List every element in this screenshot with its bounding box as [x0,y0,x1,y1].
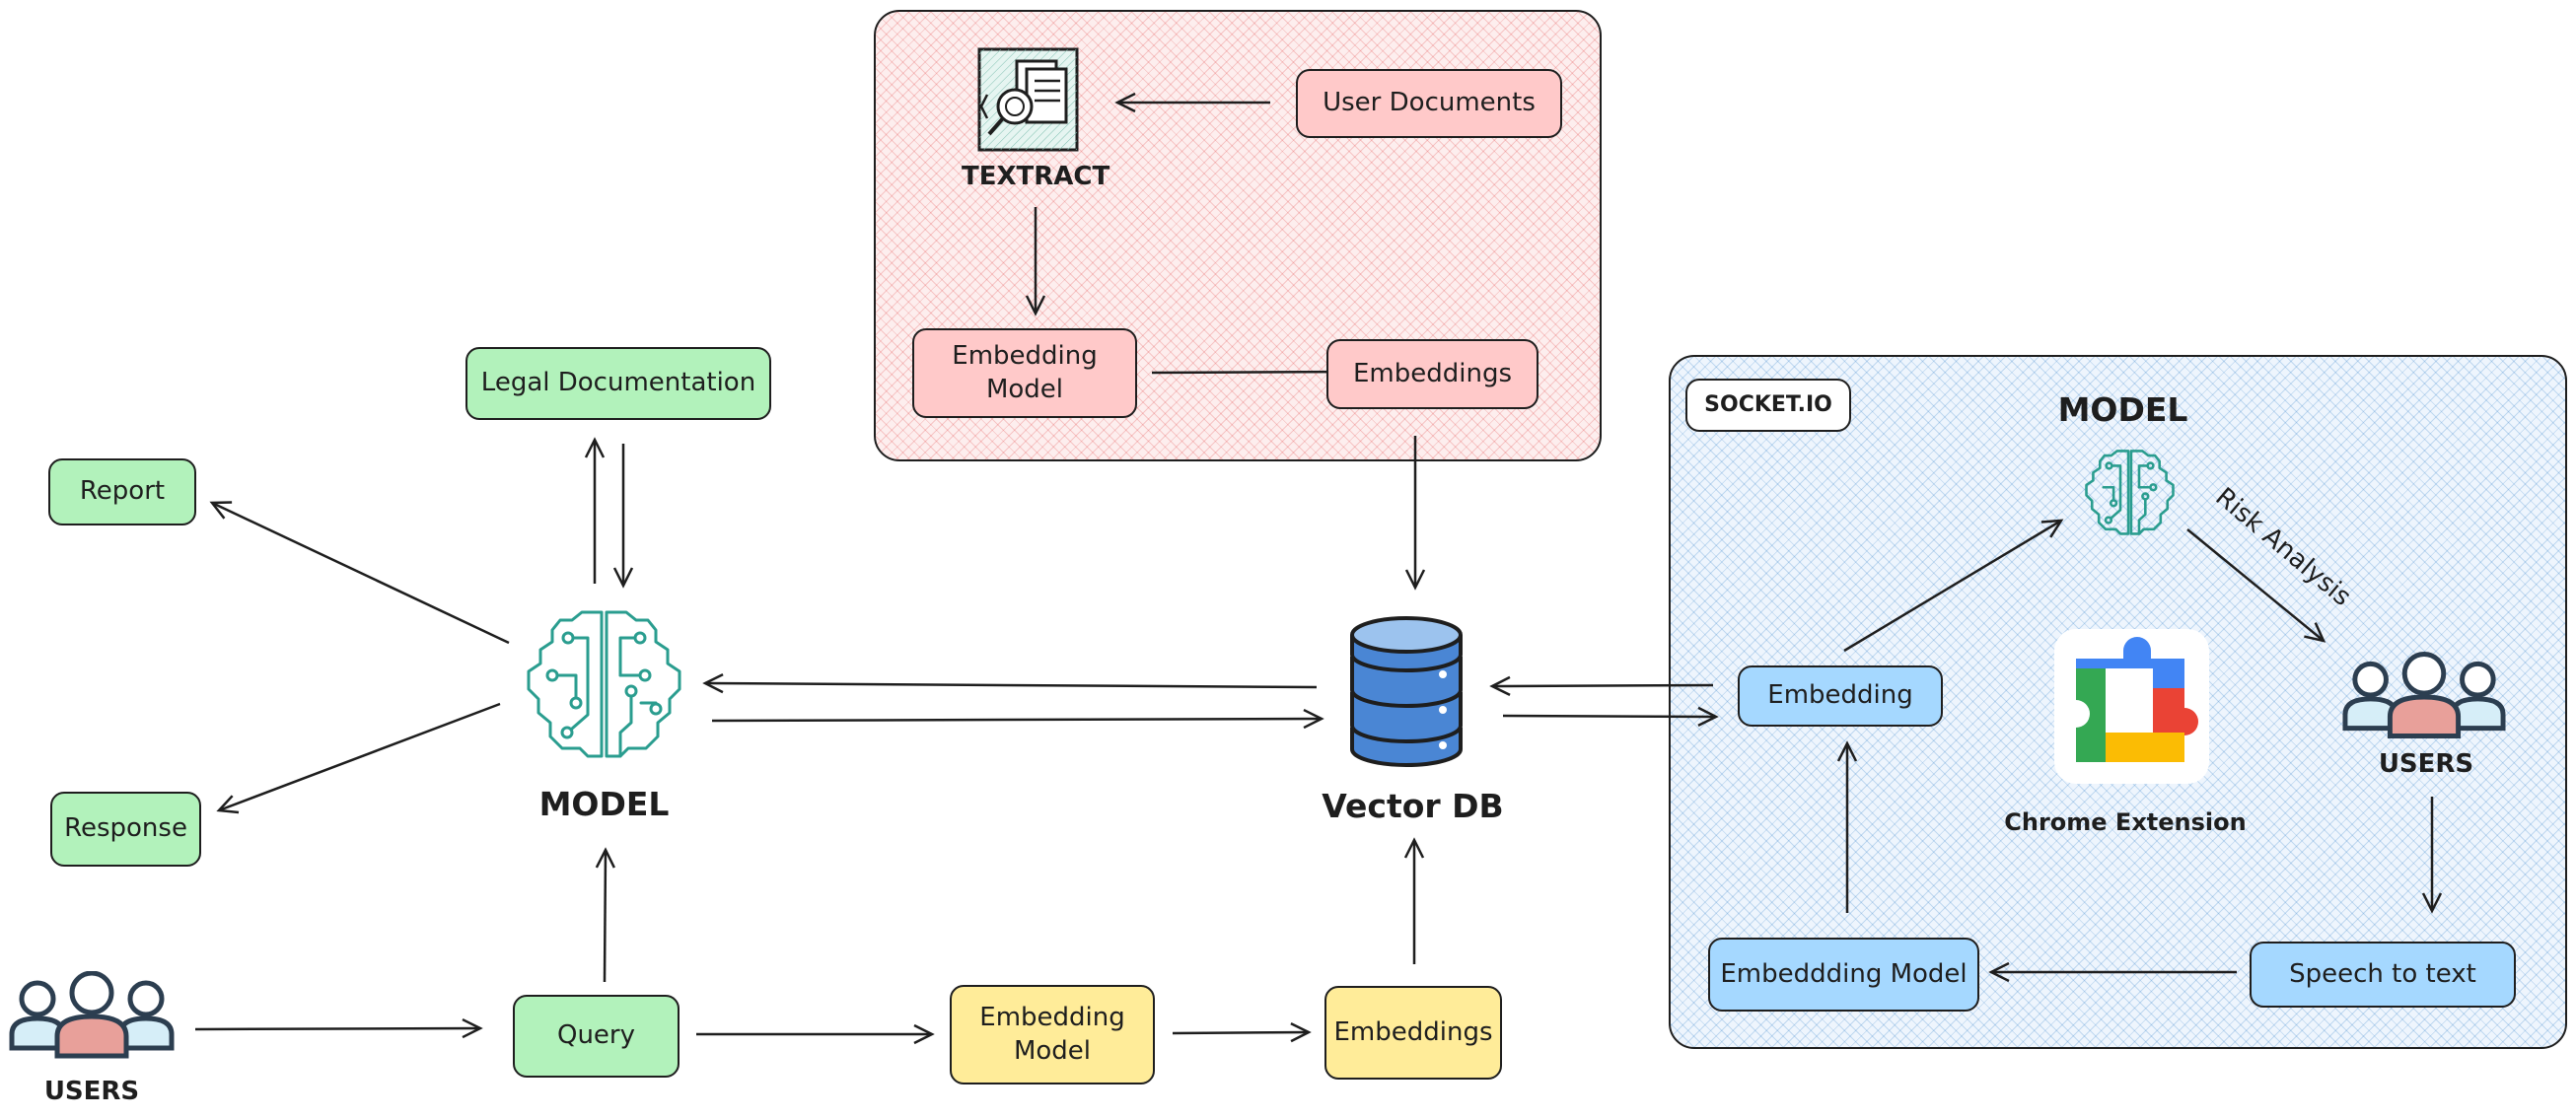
model-right-label: MODEL [2057,390,2188,429]
model-left-label: MODEL [538,785,670,823]
vector-db-icon [1346,613,1467,769]
report-box: Report [48,458,196,525]
arrow-embedding-model-to-embeddings [1151,361,1359,383]
speech-to-text-box: Speech to text [2250,942,2516,1008]
arrow-model-to-users-right [2186,528,2326,643]
socket-io-badge: SOCKET.IO [1685,379,1851,432]
query-box: Query [513,995,680,1078]
arrow-model-to-report [209,501,510,645]
embeddings-bottom-box: Embeddings [1324,986,1502,1080]
vector-db-label: Vector DB [1322,787,1504,825]
arrow-embedding-to-vector-db [1489,675,1714,697]
embedding-model-top-box: Embedding Model [912,328,1137,418]
users-left-icon [8,970,176,1060]
arrow-model-to-vector-db [711,708,1324,730]
arrow-vector-db-to-embedding [1502,706,1719,728]
arrow-embedding-to-model-right [1843,519,2064,653]
users-left-label: USERS [43,1077,140,1106]
brain-model-right-icon [2083,448,2177,538]
response-box: Response [50,792,201,867]
arrow-model-to-response [216,702,501,814]
arrow-vector-db-to-model [702,672,1318,694]
textract-label: TEXTRACT [962,162,1110,191]
embedding-model-bottom-box: Embedding Model [950,985,1155,1084]
chrome-extension-icon [2054,629,2209,784]
embeddings-top-box: Embeddings [1326,339,1538,409]
user-documents-box: User Documents [1296,69,1562,138]
arrow-query-to-model [595,847,615,983]
embedding-model-right-box: Embeddding Model [1708,938,1979,1012]
textract-icon [977,47,1079,152]
arrow-users-to-query [194,1017,483,1039]
chrome-extension-label: Chrome Extension [2004,808,2247,836]
brain-model-icon [523,606,685,764]
legal-documentation-box: Legal Documentation [465,347,771,420]
arrow-embedding-model-to-embeddings-bottom [1172,1022,1312,1043]
users-right-label: USERS [2378,749,2474,779]
embedding-right-box: Embedding [1738,665,1943,727]
users-right-icon [2341,651,2507,741]
